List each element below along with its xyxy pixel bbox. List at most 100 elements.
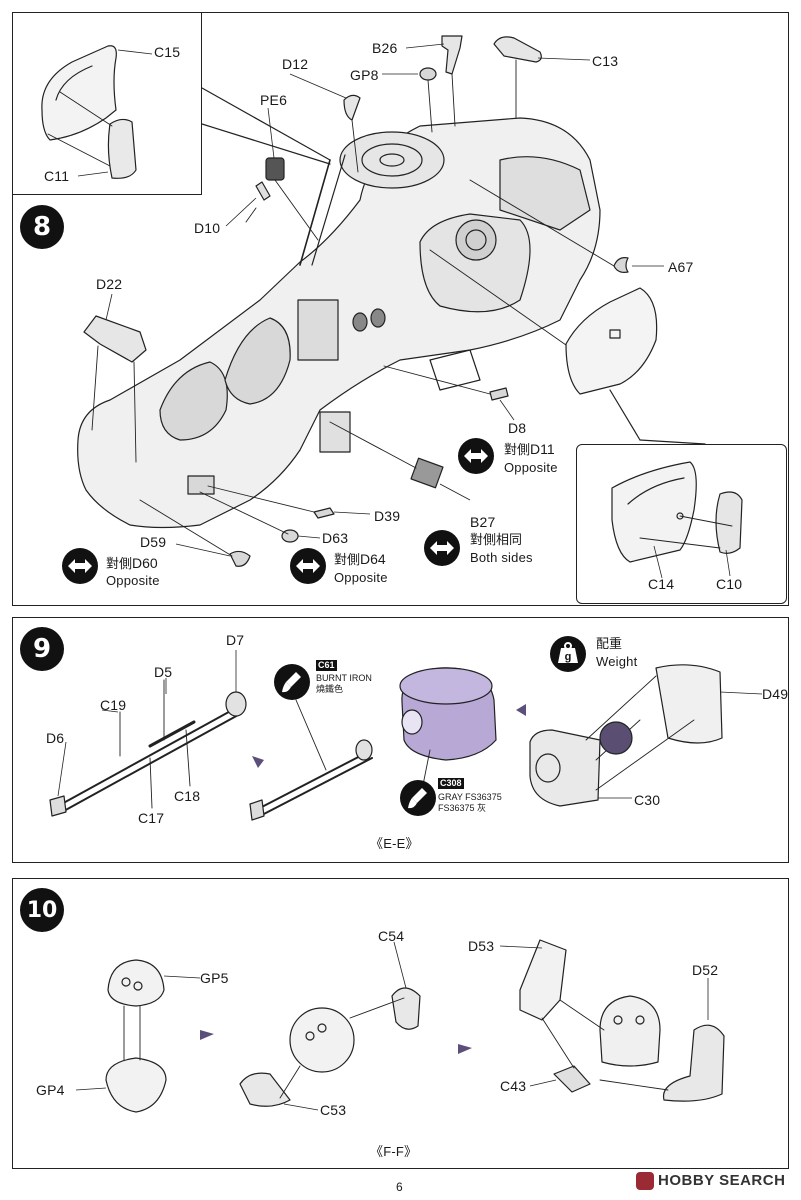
note-opposite-cn-d64-text: 對側 <box>334 552 361 567</box>
step-10-frame <box>12 878 789 1169</box>
weight-icon-glyph: g <box>565 651 572 663</box>
part-d39 <box>313 507 335 519</box>
part-d8 <box>489 387 509 401</box>
note-opposite-en-d64: Opposite <box>334 570 388 585</box>
note-opposite-en-d11: Opposite <box>504 460 558 475</box>
section-view-f-f: 《F-F》 <box>370 1144 418 1159</box>
part-label-d5: D5 <box>154 664 173 680</box>
part-label-d63: D63 <box>322 530 349 546</box>
part-b26 <box>441 35 463 75</box>
part-d59 <box>229 550 251 567</box>
note-opposite-en-d60: Opposite <box>106 573 160 588</box>
step-9-nose-cone <box>529 664 723 807</box>
part-label-c13: C13 <box>592 53 619 69</box>
step-10-ball-gp <box>105 959 167 1113</box>
double-arrow-icon <box>424 530 460 566</box>
part-label-d8: D8 <box>508 420 527 436</box>
note-opposite-cn-d64: 對側D64 <box>334 551 386 568</box>
part-label-d11: D11 <box>530 441 555 457</box>
paint-name-gray: GRAY FS36375 <box>438 792 502 802</box>
step-9-painted-shaft <box>249 699 373 821</box>
paint-brush-icon <box>400 780 436 816</box>
step-8-number-text: 8 <box>32 212 52 242</box>
weight-icon: g <box>550 636 586 672</box>
part-d12 <box>343 94 361 121</box>
part-cowling-panel <box>565 287 658 395</box>
part-label-c18: C18 <box>174 788 201 804</box>
fuselage-body <box>77 117 601 529</box>
step-10-ball-d <box>519 939 725 1102</box>
note-weight-cn: 配重 <box>596 636 623 651</box>
step-10-ball-c <box>239 987 421 1107</box>
part-label-d22: D22 <box>96 276 123 292</box>
page-number: 6 <box>396 1180 403 1194</box>
part-label-c10: C10 <box>716 576 743 592</box>
part-label-b26: B26 <box>372 40 398 56</box>
part-label-d12: D12 <box>282 56 309 72</box>
part-label-b27: B27 <box>470 514 496 530</box>
part-b27 <box>410 457 444 489</box>
part-label-c14: C14 <box>648 576 675 592</box>
step-10-number: 10 <box>20 888 64 932</box>
step-9-number-text: 9 <box>32 634 52 664</box>
step-8-inset-bottom <box>576 444 787 604</box>
part-label-d59: D59 <box>140 534 167 550</box>
part-label-d64: D64 <box>360 551 386 567</box>
part-d10 <box>255 181 271 201</box>
note-both-sides-cn: 對側相同 <box>470 532 523 547</box>
paint-brush-icon <box>274 664 310 700</box>
step-arrow-icons <box>200 704 526 1054</box>
part-label-a67: A67 <box>668 259 694 275</box>
paint-name-burnt-iron: BURNT IRON <box>316 673 372 683</box>
step-9-rotor-hub <box>399 667 497 791</box>
step-9-number: 9 <box>20 627 64 671</box>
part-label-d10: D10 <box>194 220 221 236</box>
section-view-e-e: 《E-E》 <box>370 836 419 851</box>
part-label-d7: D7 <box>226 632 245 648</box>
part-label-c53: C53 <box>320 1102 347 1118</box>
part-label-c17: C17 <box>138 810 165 826</box>
part-label-gp8: GP8 <box>350 67 379 83</box>
part-label-c11: C11 <box>44 168 70 184</box>
note-opposite-cn-d60: 對側D60 <box>106 555 158 572</box>
part-label-d6: D6 <box>46 730 65 746</box>
part-a67 <box>613 257 629 273</box>
step-9-rotor-assembly <box>49 679 247 817</box>
note-opposite-cn-d11-text: 對側 <box>504 442 531 457</box>
part-label-c54: C54 <box>378 928 405 944</box>
note-both-sides-en: Both sides <box>470 550 533 565</box>
part-d22 <box>83 315 147 363</box>
paint-cn-burnt-iron: 燒鐵色 <box>316 684 344 694</box>
part-label-d49: D49 <box>762 686 789 702</box>
part-label-d53: D53 <box>468 938 495 954</box>
part-label-c43: C43 <box>500 1078 527 1094</box>
double-arrow-icon <box>62 548 98 584</box>
part-label-d52: D52 <box>692 962 719 978</box>
note-weight-en: Weight <box>596 654 638 669</box>
paint-code-burnt-iron: C61 <box>316 660 337 671</box>
part-label-c30: C30 <box>634 792 661 808</box>
step-8-number: 8 <box>20 205 64 249</box>
inset-c14-c10 <box>611 461 743 563</box>
part-c13 <box>493 36 542 63</box>
step-8-inset-top <box>12 12 202 195</box>
part-label-pe6: PE6 <box>260 92 288 108</box>
inset-c15-c11 <box>41 45 331 179</box>
part-label-c19: C19 <box>100 697 127 713</box>
double-arrow-icon <box>458 438 494 474</box>
note-opposite-cn-d60-text: 對側 <box>106 556 133 571</box>
part-label-gp5: GP5 <box>200 970 229 986</box>
hobby-search-logo <box>636 1172 654 1190</box>
part-label-c15: C15 <box>154 44 181 60</box>
part-label-d60: D60 <box>132 555 158 571</box>
part-pe6 <box>265 157 285 181</box>
part-label-gp4: GP4 <box>36 1082 65 1098</box>
paint-cn-gray: FS36375 灰 <box>438 803 487 813</box>
double-arrow-icon <box>290 548 326 584</box>
step-10-number-text: 10 <box>26 897 58 923</box>
step-8-frame <box>12 12 789 606</box>
part-gp8 <box>419 67 437 81</box>
part-label-d39: D39 <box>374 508 401 524</box>
watermark-text: HOBBY SEARCH <box>658 1172 786 1189</box>
